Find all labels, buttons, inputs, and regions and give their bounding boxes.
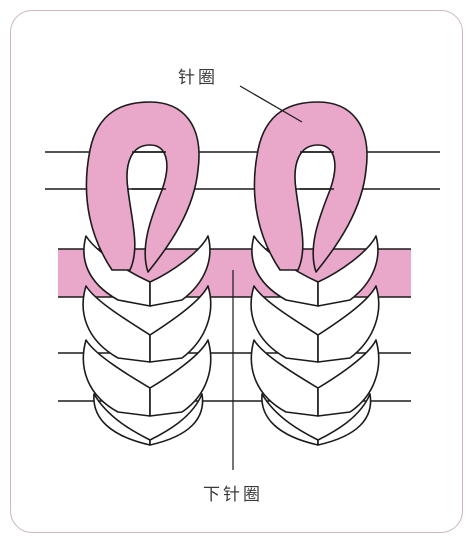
stitch-loop-label: 针圈 [178, 68, 218, 88]
leg [250, 339, 319, 417]
needle-pass [132, 151, 334, 190]
lower-stitch-loop-label: 下针圈 [203, 485, 263, 505]
leg [261, 393, 319, 446]
leg [317, 235, 379, 307]
leg [93, 393, 151, 446]
leg [317, 393, 372, 446]
leg [149, 235, 211, 307]
stitch-loops [85, 101, 368, 273]
leg [317, 285, 380, 363]
leg [317, 339, 380, 417]
stitch-column-right [250, 235, 380, 446]
stitch-loop-left [85, 101, 200, 273]
leg [250, 285, 319, 363]
leg [149, 339, 212, 417]
needle [45, 152, 440, 189]
leg [149, 393, 204, 446]
stitch-column-left [82, 235, 212, 446]
leg [82, 339, 151, 417]
leader-line-top [239, 85, 303, 123]
leg [149, 285, 212, 363]
leg [82, 285, 151, 363]
stitch-loop-right [253, 101, 368, 273]
